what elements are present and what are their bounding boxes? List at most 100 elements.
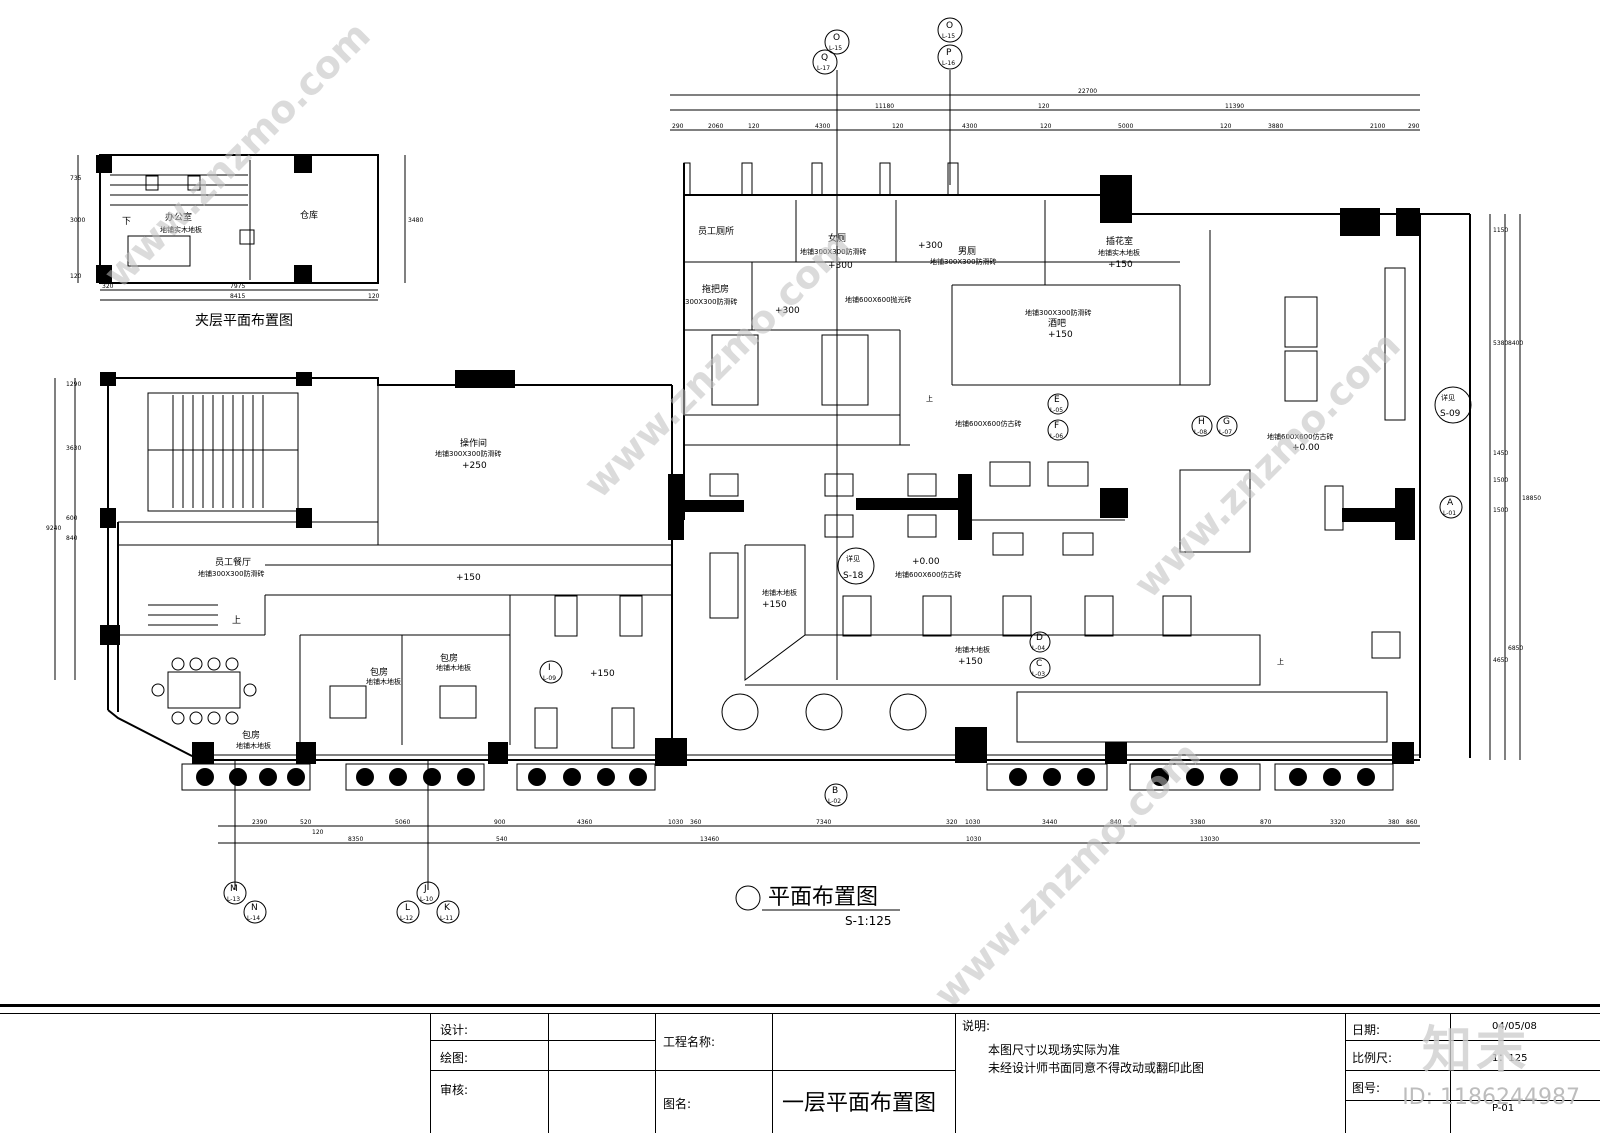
- marker-sheet: L-12: [400, 915, 413, 922]
- dim-top-seg: 120: [748, 123, 760, 130]
- dim-bottom-seg: 870: [1260, 819, 1272, 826]
- label-staff-toilet: 员工厕所: [698, 226, 734, 237]
- dim-mid: 120: [1038, 103, 1050, 110]
- label-womens-level-2: +300: [918, 241, 943, 251]
- dim-right: 18850: [1522, 495, 1541, 502]
- elevation-markers: OL-15 QL-17 OL-15 PL-16 EL-05 FL-06 HL-0…: [223, 17, 1463, 924]
- watermark-id: ID: 1186244987: [1402, 1085, 1580, 1110]
- note-1: 本图尺寸以现场实际为准: [988, 1043, 1121, 1057]
- marker-letter: D: [1036, 633, 1043, 643]
- right-dimensions: 1150 5380 8400 1450 1500 1500 4650 6850 …: [1489, 214, 1541, 760]
- detail-s09-label: 详见: [1441, 393, 1455, 402]
- watermark-site-text: www.znzmo.com: [575, 223, 859, 507]
- label-corridor-level: +300: [775, 306, 800, 316]
- marker-d: D L-04: [1029, 631, 1051, 653]
- bottom-dimensions: 2390 520 5060 900 4360 1030 360 7340 320…: [218, 819, 1420, 844]
- mezz-dim-w3: 120: [368, 293, 380, 300]
- label-mop-floor: 300X300防滑砖: [685, 297, 738, 306]
- marker-sheet: L-02: [828, 798, 841, 805]
- label-private-room-1-floor: 地铺木地板: [366, 677, 401, 686]
- marker-letter: O: [946, 21, 953, 31]
- dim-bottom-row2: 120: [312, 829, 324, 836]
- dim-top-seg: 4300: [815, 123, 830, 130]
- label-wood-level-mid: +150: [762, 600, 787, 610]
- dim-left: 9240: [46, 525, 61, 532]
- dim-right: 8400: [1508, 340, 1523, 347]
- top-dimensions: 22700 11180 120 11390 290 2060 120 4300 …: [670, 88, 1420, 131]
- marker-letter: I: [548, 663, 551, 673]
- marker-g: GL-07: [1216, 415, 1238, 437]
- marker-c: CL-03: [1029, 657, 1051, 679]
- label-hall-floor-1: 地铺600X600仿古砖: [955, 419, 1022, 428]
- marker-letter: H: [1198, 417, 1205, 427]
- main-plan-title: 平面布置图: [768, 885, 878, 910]
- notes-label: 说明:: [962, 1019, 991, 1033]
- dim-right-half: 11390: [1225, 103, 1244, 110]
- label-staff-canteen: 员工餐厅: [215, 556, 251, 568]
- label-mop-room: 拖把房: [702, 283, 729, 295]
- marker-sheet: L-17: [817, 65, 830, 72]
- plan-title: 平面布置图 S-1:125: [735, 885, 900, 928]
- marker-sheet: L-13: [227, 896, 240, 903]
- marker-letter: F: [1054, 421, 1059, 431]
- marker-letter: M: [230, 884, 238, 894]
- dim-left: 3630: [66, 445, 81, 452]
- label-left-level: +150: [456, 573, 481, 583]
- dim-bottom-row2: 8350: [348, 836, 363, 843]
- label-hall-level-2: +0.00: [1292, 443, 1320, 453]
- label-wood-level-low: +150: [958, 657, 983, 667]
- dim-right: 1500: [1493, 477, 1508, 484]
- label-private-room-2: 包房: [440, 652, 458, 664]
- marker-q: Q L-17: [812, 49, 838, 75]
- main-stair: [147, 392, 299, 626]
- marker-letter: Q: [821, 53, 828, 63]
- note-2: 未经设计师书面同意不得改动或翻印此图: [988, 1061, 1205, 1075]
- dim-bottom-row2: 1030: [966, 836, 981, 843]
- left-dimensions: 1290 3630 9240 600 840: [46, 378, 81, 680]
- dim-bottom-seg: 3380: [1190, 819, 1205, 826]
- marker-sheet: L-05: [1050, 407, 1063, 414]
- office-stair-hatch: [110, 174, 248, 206]
- dim-bottom-seg: 900: [494, 819, 506, 826]
- sheet-label: 图号:: [1352, 1081, 1381, 1095]
- marker-sheet: L-09: [543, 675, 556, 682]
- label-up-stair: 上: [232, 615, 241, 626]
- dim-bottom-seg: 840: [1110, 819, 1122, 826]
- label-flower-level: +150: [1108, 260, 1133, 270]
- label-bar-level: +150: [1048, 330, 1073, 340]
- dim-bottom-seg: 2390: [252, 819, 267, 826]
- dim-top-seg: 2060: [708, 123, 723, 130]
- dim-top-seg: 120: [1220, 123, 1232, 130]
- detail-s18-code: S-18: [843, 571, 864, 581]
- mezz-dim-h4: 120: [70, 273, 82, 280]
- dim-bottom-seg: 320: [946, 819, 958, 826]
- date-label: 日期:: [1352, 1023, 1381, 1037]
- watermark-site-text: www.znzmo.com: [1125, 323, 1409, 607]
- label-canteen-floor: 地铺300X300防滑砖: [198, 569, 265, 578]
- mezzanine-plan: 办公室 地铺实木地板 仓库 下 7975 320 120 8415 735 30…: [70, 154, 423, 329]
- sheet-value: P-01: [1492, 1103, 1515, 1114]
- label-operation-room: 操作间: [460, 437, 487, 449]
- marker-f: FL-06: [1047, 419, 1069, 441]
- dim-bottom-seg: 1030: [965, 819, 980, 826]
- marker-i: I L-09: [539, 660, 563, 684]
- marker-h: HL-08: [1191, 415, 1213, 437]
- marker-n: NL-14: [243, 900, 267, 924]
- marker-l: LL-12: [396, 900, 420, 924]
- mezz-title: 夹层平面布置图: [195, 313, 293, 329]
- mezz-office-floor: 地铺实木地板: [160, 225, 202, 234]
- dim-left-half: 11180: [875, 103, 894, 110]
- main-plan-scale: S-1:125: [845, 914, 892, 928]
- label-dining-level: +150: [590, 669, 615, 679]
- dim-top-seg: 4300: [962, 123, 977, 130]
- label-corridor-floor: 地铺600X600抛光砖: [845, 295, 912, 304]
- marker-letter: K: [444, 903, 451, 913]
- label-wood-floor-mid: 地铺木地板: [762, 588, 797, 597]
- marker-sheet: L-04: [1032, 645, 1045, 652]
- scale-label: 比例尺:: [1352, 1051, 1393, 1065]
- marker-m: M L-13: [223, 881, 247, 905]
- marker-o-top-left: OL-15: [824, 29, 850, 55]
- label-private-room-3-floor: 地铺木地板: [236, 741, 271, 750]
- marker-sheet: L-11: [440, 915, 453, 922]
